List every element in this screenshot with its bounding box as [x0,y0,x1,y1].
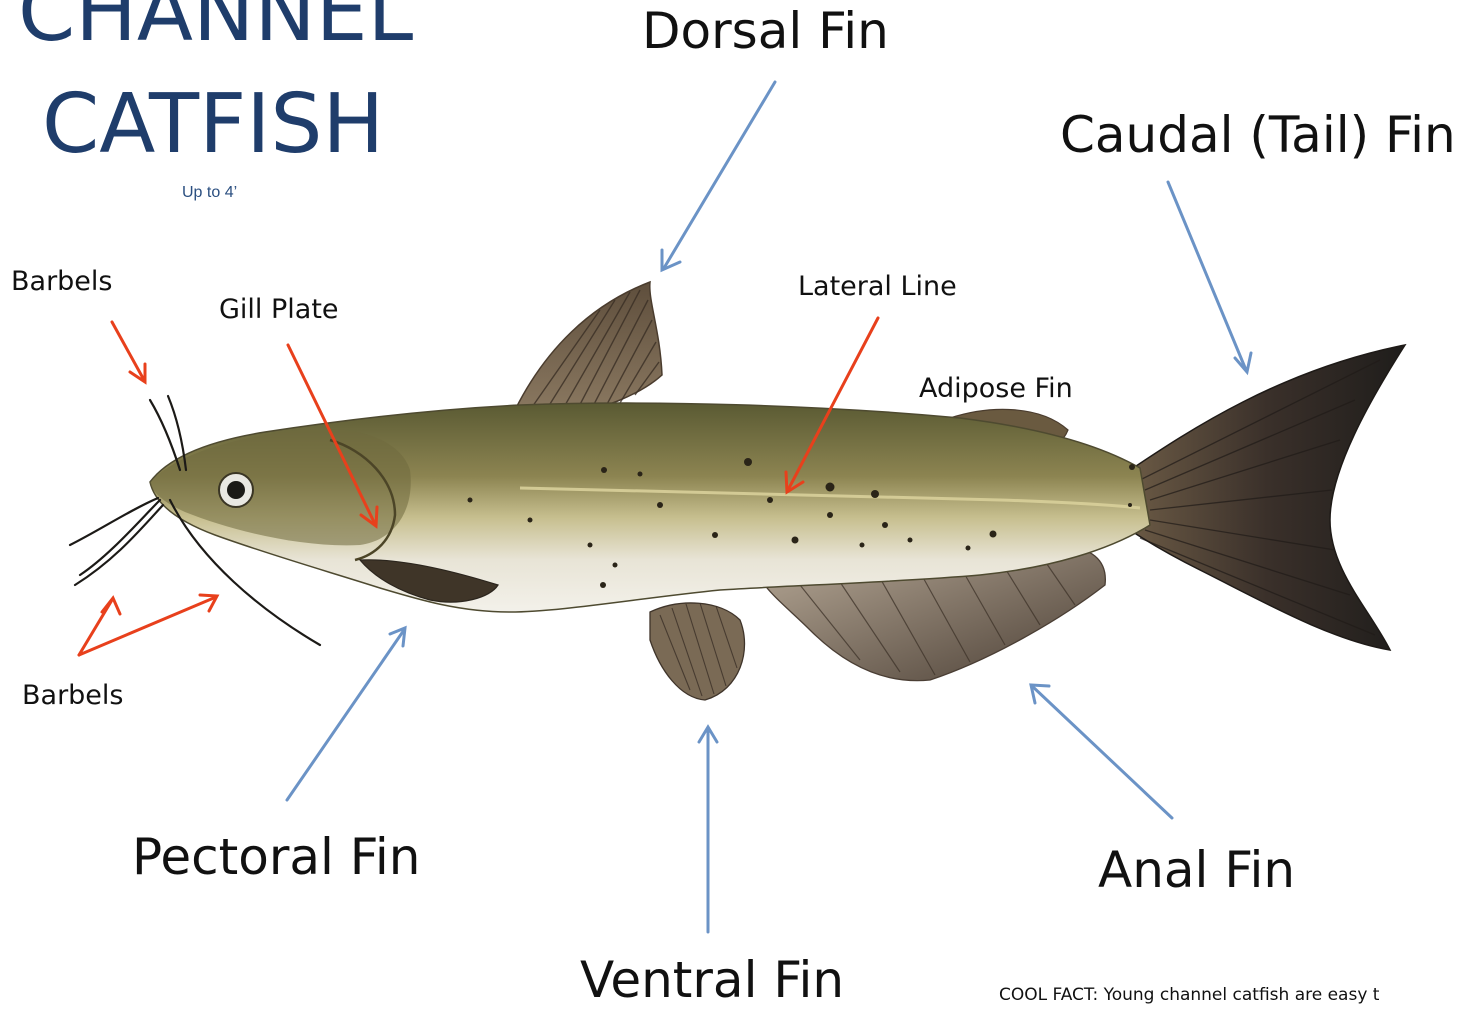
title-line-1: CHANNEL [18,0,413,54]
ventral-fin-shape [650,603,745,700]
label-barbels-top: Barbels [11,268,113,295]
eye-pupil [227,481,245,499]
head-shading [150,429,411,545]
size-note: Up to 4’ [182,184,237,202]
cool-fact-text: COOL FACT: Young channel catfish are eas… [999,985,1379,1005]
label-adipose-fin: Adipose Fin [919,375,1073,402]
label-caudal-fin: Caudal (Tail) Fin [1060,110,1456,160]
label-lateral-line: Lateral Line [798,273,957,300]
label-gill-plate: Gill Plate [219,296,339,323]
label-anal-fin: Anal Fin [1098,845,1295,895]
label-pectoral-fin: Pectoral Fin [132,832,421,882]
label-barbels-bottom: Barbels [22,682,124,709]
label-dorsal-fin: Dorsal Fin [642,6,889,56]
dorsal-fin-shape [515,282,662,418]
label-ventral-fin: Ventral Fin [580,955,844,1005]
title-line-2: CATFISH [42,84,384,166]
